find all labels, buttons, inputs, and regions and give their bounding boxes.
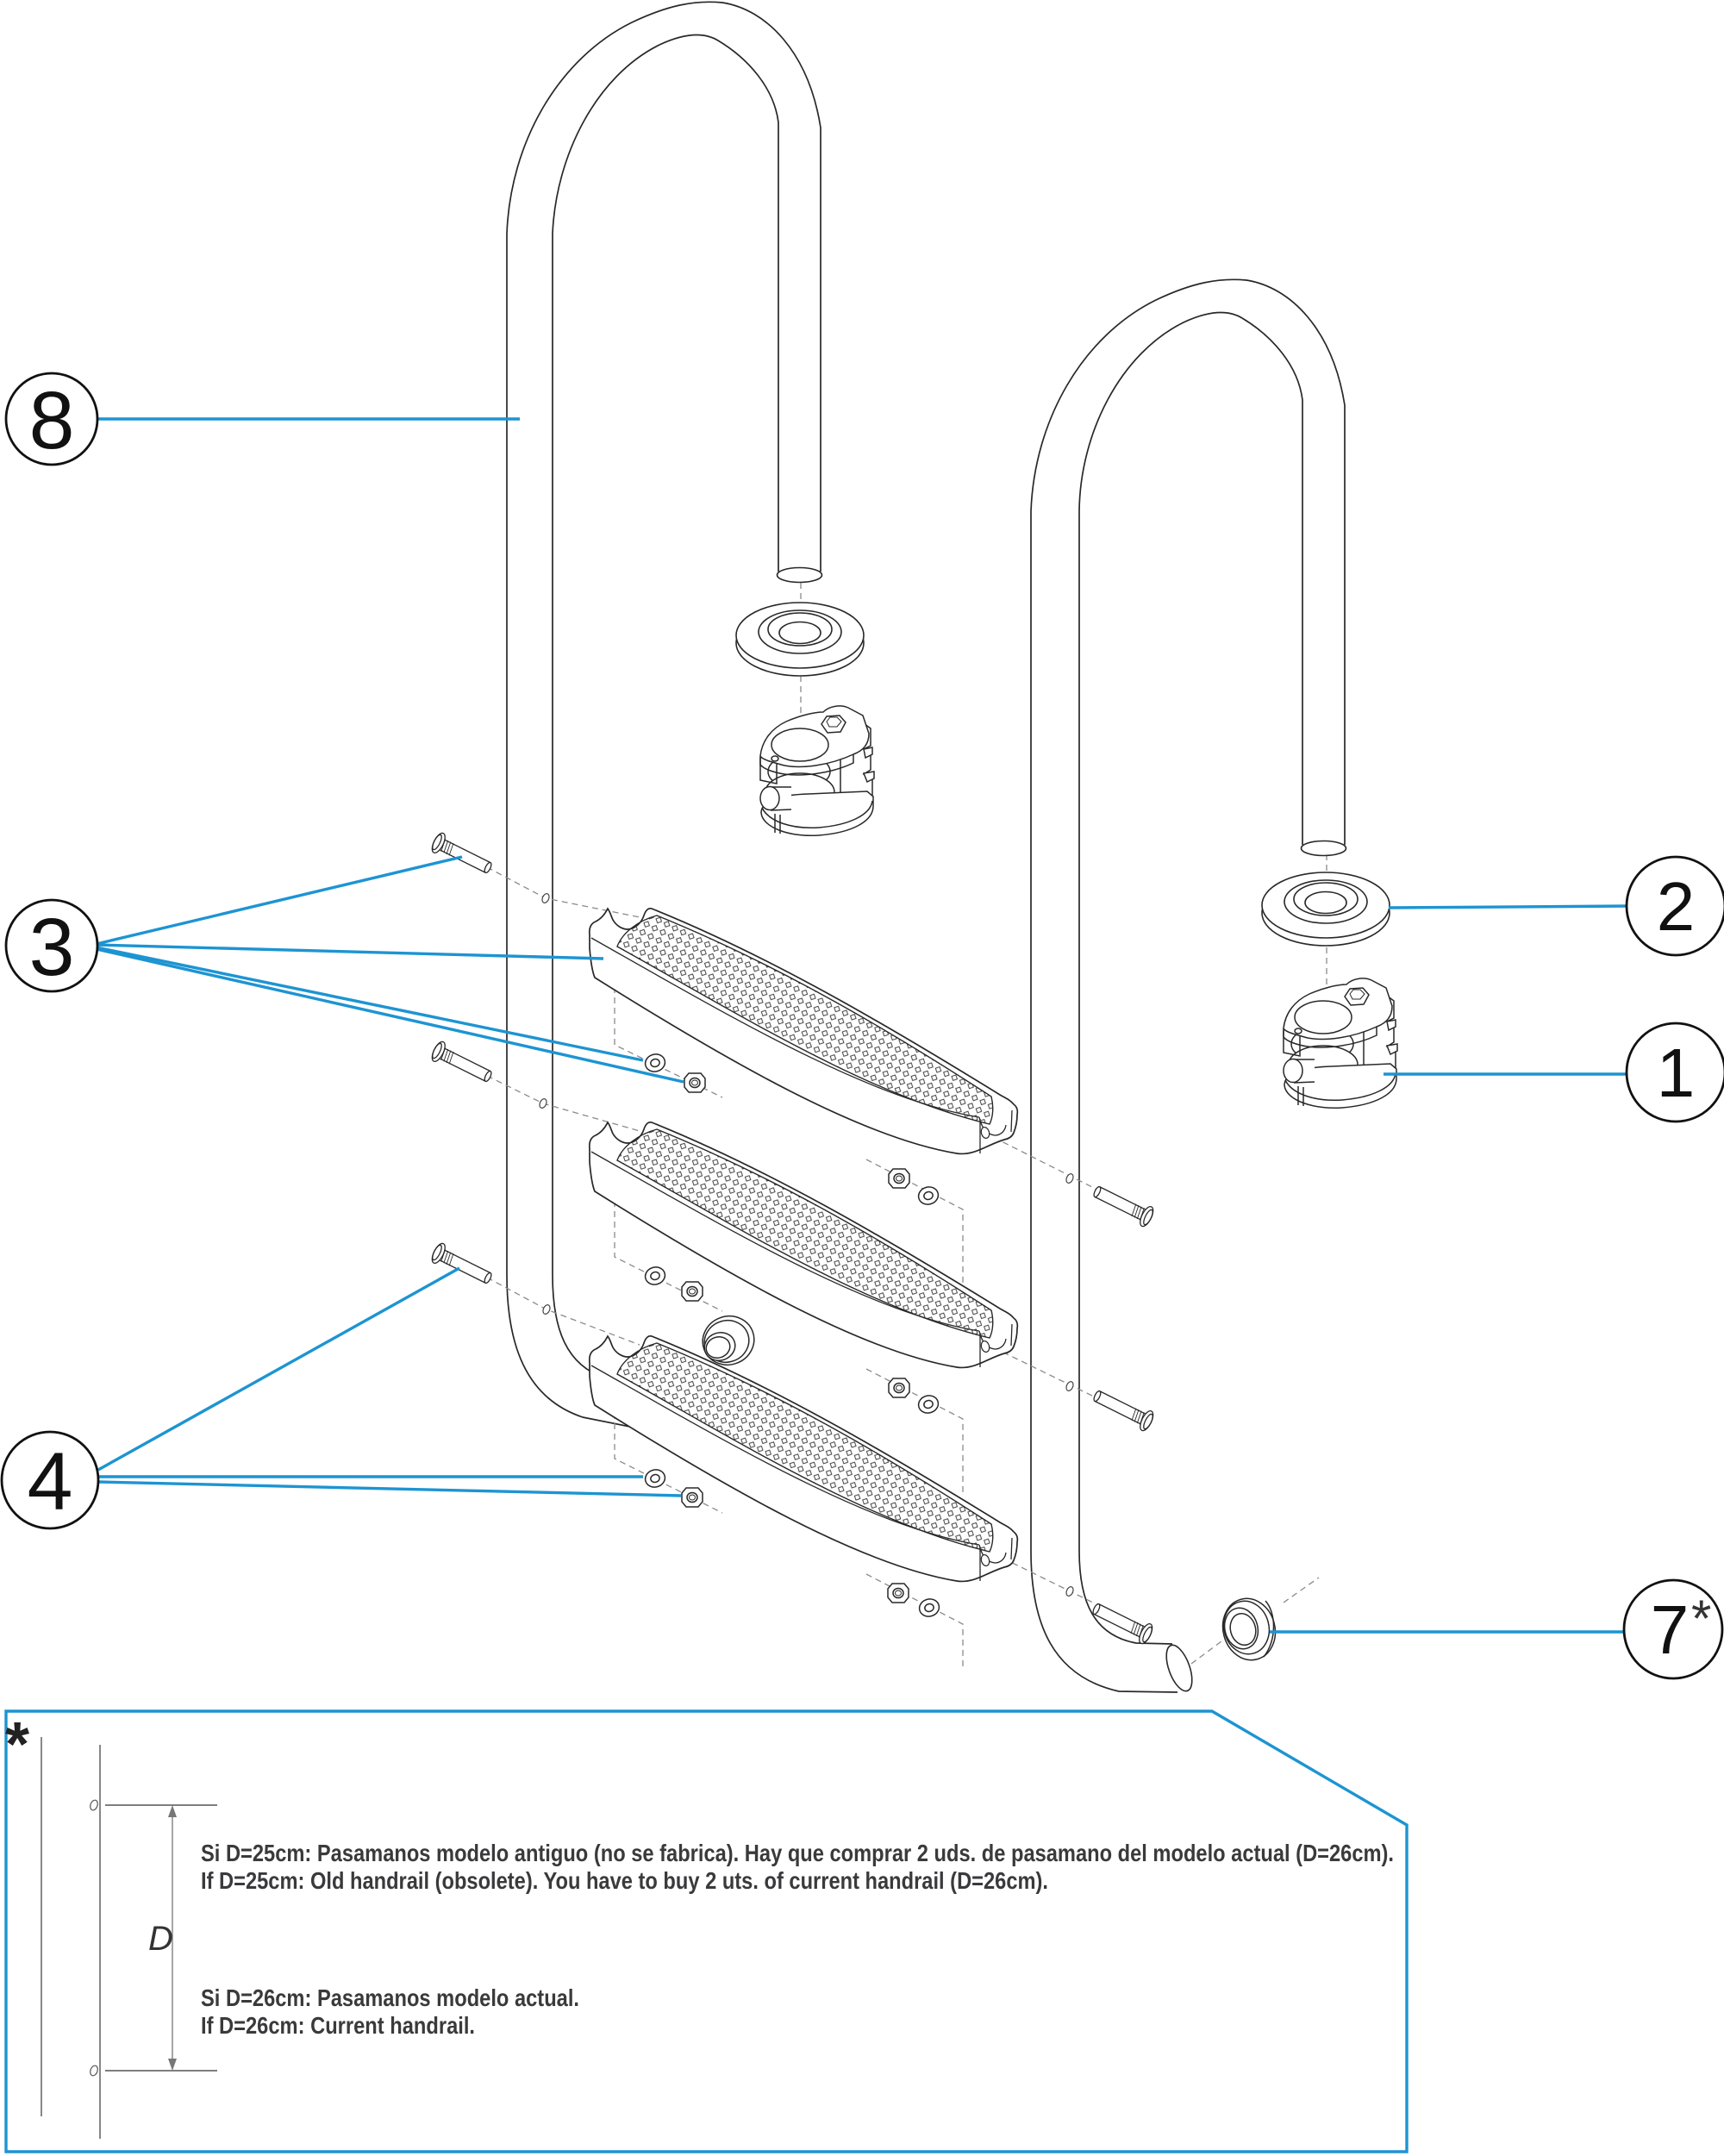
svg-text:Si D=26cm: Pasamanos modelo ac: Si D=26cm: Pasamanos modelo actual.	[201, 1984, 579, 2011]
svg-text:*: *	[1691, 1590, 1711, 1647]
svg-text:1: 1	[1657, 1034, 1696, 1111]
svg-text:3: 3	[29, 902, 75, 993]
svg-text:D: D	[148, 1920, 173, 1958]
svg-text:8: 8	[29, 375, 75, 466]
svg-text:If D=25cm: Old handrail (obsol: If D=25cm: Old handrail (obsolete). You …	[201, 1867, 1048, 1894]
svg-text:2: 2	[1657, 868, 1696, 945]
svg-text:7: 7	[1651, 1591, 1690, 1668]
svg-text:Si D=25cm: Pasamanos modelo an: Si D=25cm: Pasamanos modelo antiguo (no …	[201, 1840, 1394, 1866]
svg-text:*: *	[5, 1710, 29, 1779]
svg-text:If D=26cm: Current handrail.: If D=26cm: Current handrail.	[201, 2012, 475, 2039]
svg-text:4: 4	[28, 1436, 73, 1528]
